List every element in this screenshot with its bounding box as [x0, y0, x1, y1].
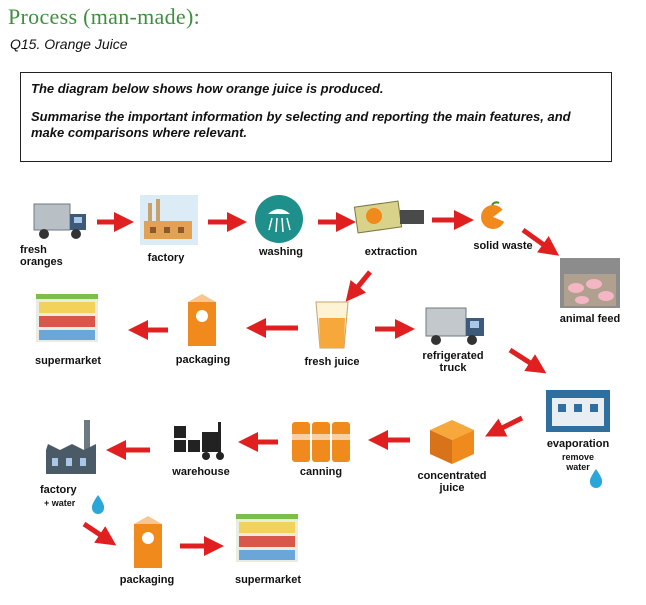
label-water: water	[566, 462, 590, 472]
page-heading: Process (man-made):	[8, 4, 201, 29]
juice-carton-icon-2	[134, 516, 162, 568]
label-factory2: factory	[40, 484, 77, 496]
label-warehouse: warehouse	[172, 466, 230, 478]
label-evaporation: evaporation	[546, 438, 610, 450]
label-packaging2: packaging	[119, 574, 175, 586]
question-title: Q15. Orange Juice	[10, 36, 128, 52]
label-concentrated-juice: concentrated juice	[414, 470, 490, 494]
label-washing: washing	[258, 246, 303, 258]
label-refrigerated-truck-line2: truck	[439, 362, 467, 374]
truck-icon	[33, 203, 86, 239]
label-refrigerated-truck: refrigerated truck	[418, 350, 488, 374]
label-plus-water: + water	[44, 498, 76, 508]
supermarket-shelf-icon-2	[236, 514, 298, 562]
forklift-icon	[174, 422, 224, 460]
evaporation-plant-icon	[546, 390, 610, 432]
arrow-extraction-juice	[345, 270, 372, 302]
label-fresh-oranges-line2: oranges	[20, 256, 63, 268]
arrow-factory2-packaging2	[82, 521, 117, 546]
juicer-icon	[353, 200, 424, 234]
label-remove-water: remove water	[540, 452, 616, 472]
label-fresh-juice: fresh juice	[304, 356, 360, 368]
shower-icon	[255, 195, 303, 243]
arrow-truck-evap	[508, 347, 547, 374]
orange-peel-icon	[481, 201, 505, 229]
label-extraction: extraction	[364, 246, 418, 258]
label-concentrated-juice-line2: juice	[439, 482, 465, 494]
task-line-2: Summarise the important information by s…	[31, 109, 571, 140]
label-supermarket: supermarket	[34, 355, 102, 367]
cans-icon	[292, 422, 350, 462]
concentrate-block-icon	[430, 420, 474, 464]
pig-pen-icon	[560, 258, 620, 308]
juice-carton-icon	[188, 294, 216, 346]
water-drop-icon-2	[91, 495, 105, 514]
supermarket-shelf-icon	[36, 294, 98, 342]
label-supermarket2: supermarket	[234, 574, 302, 586]
arrow-evap-concentrate	[485, 415, 524, 437]
label-fresh-oranges: fresh oranges	[20, 244, 63, 268]
label-animal-feed: animal feed	[559, 313, 621, 325]
factory-icon	[140, 195, 198, 245]
task-box: The diagram below shows how orange juice…	[20, 72, 612, 162]
arrow-waste-feed	[521, 227, 560, 256]
water-drop-icon	[589, 469, 603, 488]
refrigerated-truck-icon	[425, 307, 484, 345]
label-solid-waste: solid waste	[473, 240, 533, 252]
label-factory: factory	[147, 252, 185, 264]
label-remove: remove	[561, 452, 595, 462]
factory-building-icon	[46, 420, 96, 474]
label-fresh-oranges-line1: fresh	[20, 244, 47, 256]
label-canning: canning	[299, 466, 343, 478]
label-concentrated-juice-line1: concentrated	[417, 470, 487, 482]
juice-glass-icon	[315, 301, 349, 349]
label-refrigerated-truck-line1: refrigerated	[422, 350, 484, 362]
task-line-1: The diagram below shows how orange juice…	[31, 81, 384, 96]
label-packaging: packaging	[175, 354, 231, 366]
